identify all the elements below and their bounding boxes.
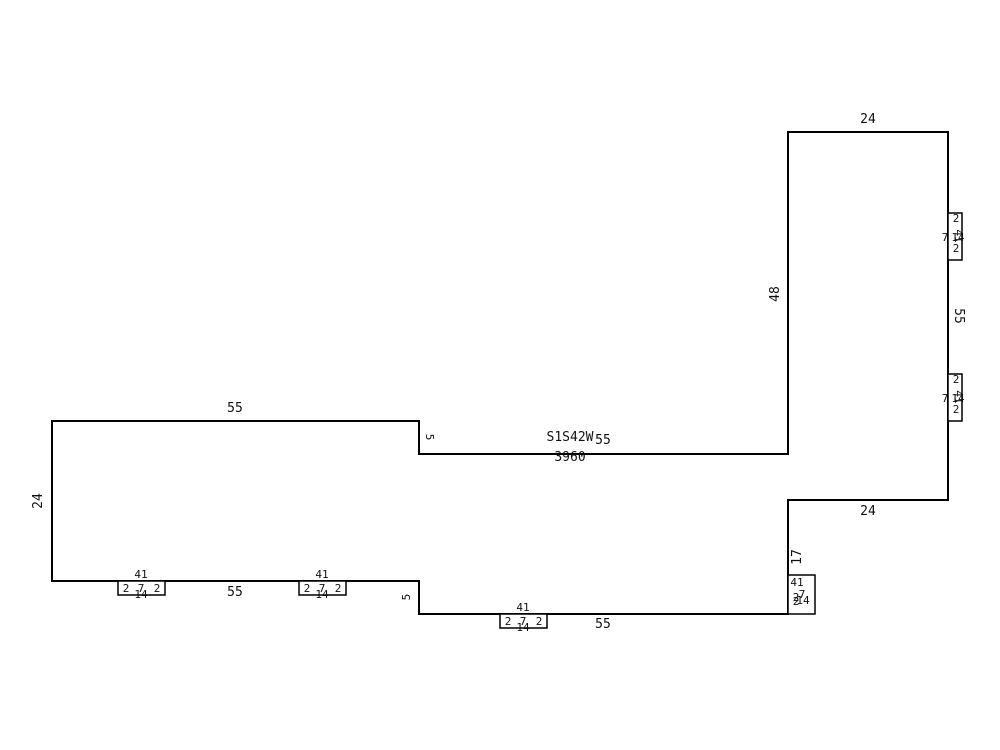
window-f-mid: 7 [799, 588, 806, 601]
window-d: 41 2 7 2 14 [942, 212, 965, 261]
window-d-right: 2 [953, 242, 960, 255]
window-c-mid: 7 [520, 615, 527, 628]
plan-area: 3960 [554, 450, 585, 465]
window-f-top: 41 [790, 576, 803, 589]
dimension-left-side: 24 [31, 493, 46, 509]
window-a-top: 41 [134, 568, 147, 581]
window-b-right: 2 [335, 582, 342, 595]
window-e-mid: 7 [942, 392, 949, 405]
window-d-top: 41 [952, 229, 965, 242]
window-e: 41 2 7 2 14 [942, 373, 965, 422]
window-f: 41 2 7 2 14 [787, 574, 816, 615]
window-c-left: 2 [505, 615, 512, 628]
window-a-mid: 7 [138, 582, 145, 595]
window-c-bottom: 14 [516, 621, 530, 634]
dimension-middle-bottom: 55 [595, 617, 611, 632]
window-d-left: 2 [953, 212, 960, 225]
dimension-lower-right: 17 [790, 549, 805, 565]
dimension-step-left: 5 [423, 434, 436, 441]
window-c: 41 2 7 2 14 [499, 601, 548, 634]
dimension-tower-top: 24 [860, 112, 876, 127]
dimension-left-bottom: 55 [227, 585, 243, 600]
window-d-bottom: 14 [951, 231, 965, 244]
window-c-right: 2 [536, 615, 543, 628]
window-b-mid: 7 [319, 582, 326, 595]
window-b-bottom: 14 [315, 588, 329, 601]
window-f-bottom: 14 [796, 594, 810, 607]
window-a-left: 2 [123, 582, 130, 595]
window-e-top: 41 [952, 390, 965, 403]
dimension-left-top: 55 [227, 401, 243, 416]
window-e-right: 2 [953, 403, 960, 416]
window-a-bottom: 14 [134, 588, 148, 601]
window-e-left: 2 [953, 373, 960, 386]
window-b: 41 2 7 2 14 [298, 568, 347, 601]
plan-name: S1S42W [547, 430, 594, 445]
dimension-step-bottom: 5 [400, 594, 413, 601]
dimension-tower-left: 48 [768, 286, 783, 302]
window-b-left: 2 [304, 582, 311, 595]
window-c-top: 41 [516, 601, 529, 614]
dimension-tower-bottom: 24 [860, 504, 876, 519]
window-b-top: 41 [315, 568, 328, 581]
dimension-tower-right: 55 [951, 308, 966, 324]
floor-plan-outline [51, 131, 949, 615]
window-f-right: 2 [793, 595, 800, 608]
window-d-mid: 7 [942, 231, 949, 244]
window-e-bottom: 14 [951, 392, 965, 405]
dimension-middle-top: 55 [595, 433, 611, 448]
window-a-right: 2 [154, 582, 161, 595]
window-a: 41 2 7 2 14 [117, 568, 166, 601]
window-f-left: 2 [793, 591, 800, 604]
